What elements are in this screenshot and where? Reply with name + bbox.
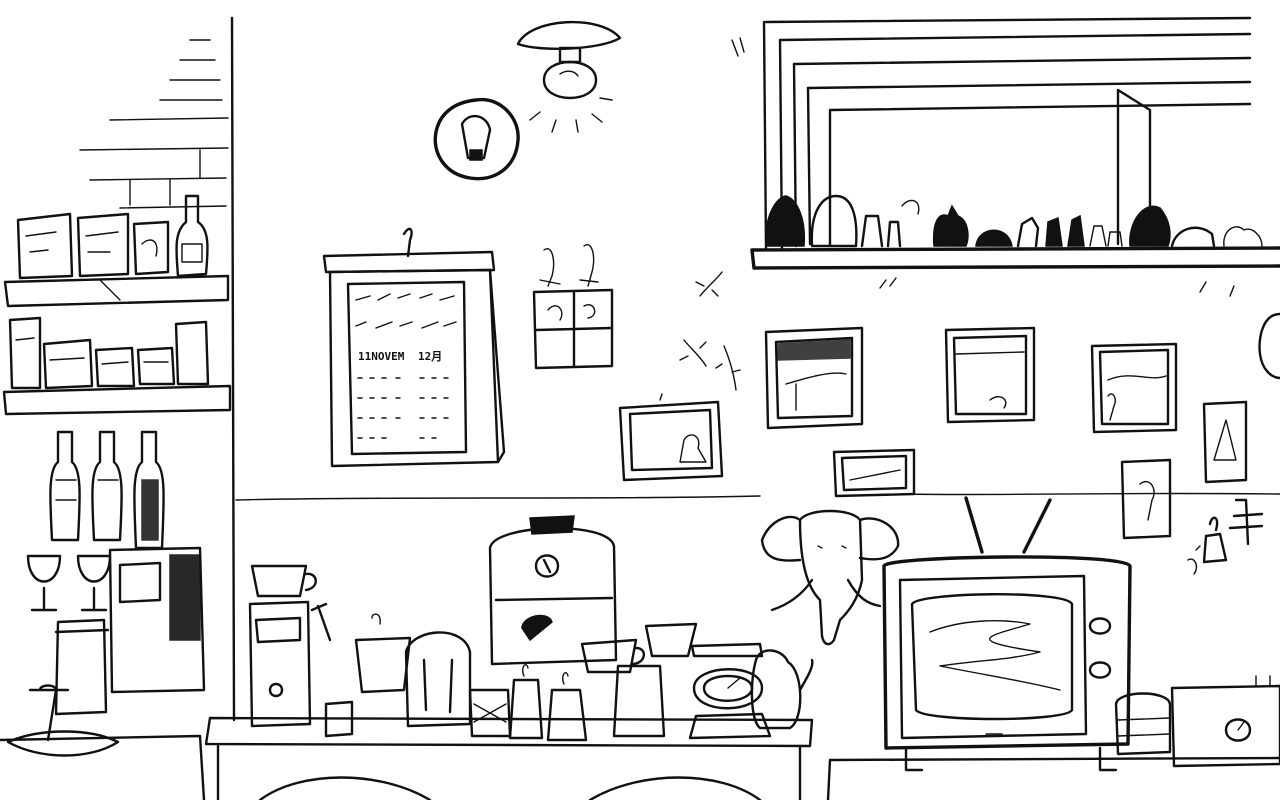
- ceiling-lamp-icon: [516, 20, 622, 133]
- kettle: [750, 649, 814, 730]
- window-sparkle-lines: [879, 277, 1235, 297]
- espresso-machine: [488, 515, 618, 666]
- bird-frame: [532, 244, 614, 370]
- photo-frame-center: [944, 326, 1036, 424]
- photo-frame-right: [1090, 342, 1178, 434]
- wall-chair-rail: [235, 492, 1280, 501]
- lizard-decor: [679, 271, 741, 391]
- photo-frame-left: [618, 393, 724, 482]
- right-counter-items: [826, 498, 1280, 800]
- retro-tv: [882, 496, 1132, 772]
- window-shelf: [731, 16, 1280, 270]
- photo-frame-tall-right: [1202, 400, 1248, 484]
- calendar-month-left: 11NOVEM: [358, 350, 405, 363]
- wall-calendar: 11NOVEM 12月: [322, 227, 506, 468]
- wall-clock-icon: [1258, 312, 1280, 380]
- photo-frame-portrait: [1120, 458, 1172, 540]
- coffee-grinder: [248, 564, 317, 728]
- photo-frame-small-bottom: [832, 448, 916, 498]
- counter-table: [204, 716, 814, 800]
- counter-items: [310, 602, 698, 742]
- elephant-head-decor: [760, 509, 900, 646]
- wall-lamp-icon: [433, 97, 520, 181]
- left-shelf-unit: [0, 16, 236, 800]
- calendar-month-right: 12月: [418, 350, 442, 363]
- photo-frame-horse: [764, 326, 864, 430]
